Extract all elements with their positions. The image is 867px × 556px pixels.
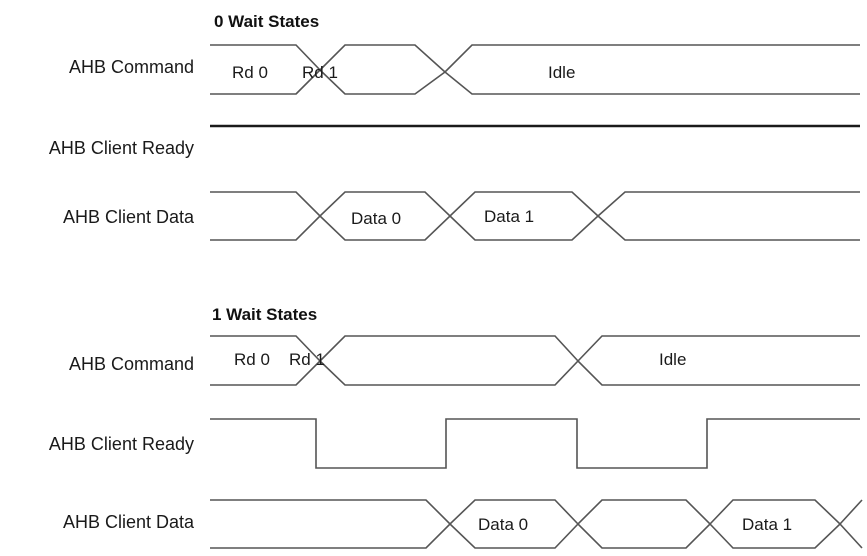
section-title-0-wait: 0 Wait States (214, 12, 319, 31)
signal-label-ahb-command: AHB Command (69, 57, 194, 77)
bus-label-rd1: Rd 1 (302, 63, 338, 82)
waveform-ahb-command (210, 44, 860, 95)
bus-label-data0: Data 0 (351, 209, 401, 228)
bus-label-idle: Idle (548, 63, 575, 82)
section-0-wait-states: 0 Wait States AHB Command Rd 0 Rd 1 Idle… (49, 12, 860, 241)
bus-label-rd0: Rd 0 (234, 350, 270, 369)
section-title-1-wait: 1 Wait States (212, 305, 317, 324)
bus-label-data1: Data 1 (742, 515, 792, 534)
bus-label-rd1: Rd 1 (289, 350, 325, 369)
section-1-wait-states: 1 Wait States AHB Command Rd 0 Rd 1 Idle… (49, 305, 863, 549)
signal-label-ahb-client-ready: AHB Client Ready (49, 434, 194, 454)
bus-label-idle: Idle (659, 350, 686, 369)
signal-label-ahb-client-data: AHB Client Data (63, 207, 195, 227)
waveform-ahb-command (210, 335, 860, 386)
waveform-ahb-client-data (210, 499, 863, 549)
signal-label-ahb-command: AHB Command (69, 354, 194, 374)
signal-label-ahb-client-data: AHB Client Data (63, 512, 195, 532)
bus-label-data0: Data 0 (478, 515, 528, 534)
bus-label-rd0: Rd 0 (232, 63, 268, 82)
waveform-ahb-client-data (210, 191, 860, 241)
signal-label-ahb-client-ready: AHB Client Ready (49, 138, 194, 158)
waveform-ahb-client-ready (210, 418, 860, 469)
bus-label-data1: Data 1 (484, 207, 534, 226)
